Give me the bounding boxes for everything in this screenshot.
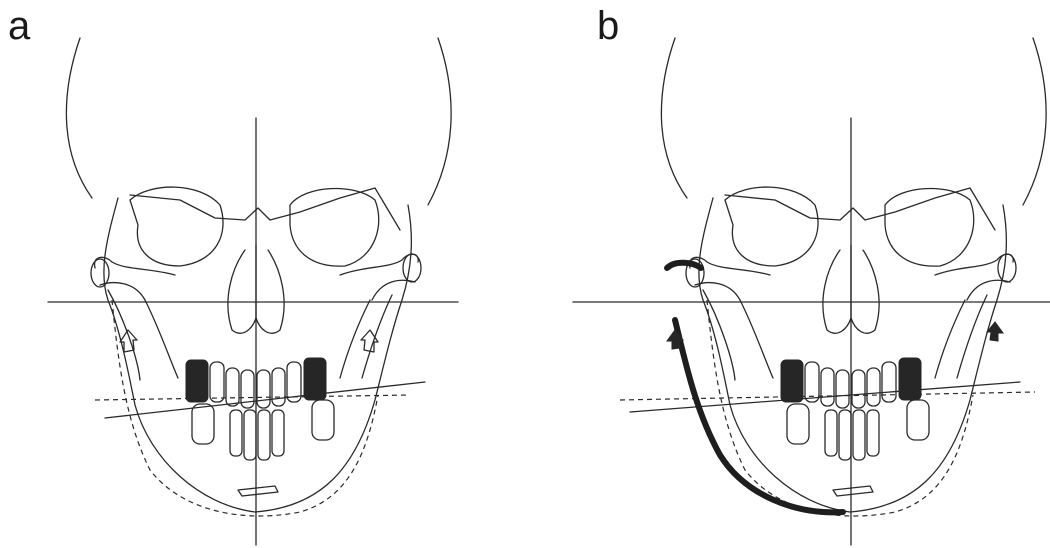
- left-molar-dark: [186, 360, 208, 402]
- cranium-outline: [66, 38, 451, 205]
- occlusal-dashed: [95, 395, 410, 400]
- left-ramus: [703, 290, 773, 380]
- brow-line: [725, 188, 995, 230]
- right-zygoma: [935, 254, 1013, 300]
- panel-b: b: [525, 0, 1050, 548]
- left-orbit: [130, 187, 223, 266]
- right-molar-dark: [899, 358, 921, 400]
- left-molar-dark: [781, 360, 803, 402]
- occlusal-line: [105, 382, 425, 418]
- skull-drawing-b: [525, 0, 1050, 548]
- right-zygoma: [340, 254, 418, 300]
- right-condyle: [998, 254, 1016, 282]
- skull-drawing-a: [0, 0, 525, 548]
- right-arrow-icon: [361, 330, 378, 352]
- occlusal-line: [630, 382, 1020, 412]
- face-outline: [699, 198, 1007, 512]
- left-ramus: [108, 290, 178, 380]
- right-molar-dark: [304, 358, 326, 400]
- highlighted-mandible-contour: [667, 263, 843, 513]
- dentition: [781, 358, 929, 460]
- cranium-outline: [661, 38, 1046, 205]
- left-orbit: [725, 187, 818, 266]
- chin-mark: [833, 486, 873, 496]
- brow-line: [130, 188, 400, 230]
- skull-a: [48, 38, 458, 545]
- left-condyle: [91, 259, 109, 287]
- skull-b: [573, 38, 1050, 545]
- panel-a: a: [0, 0, 525, 548]
- chin-mark: [238, 486, 278, 496]
- face-outline: [104, 198, 412, 512]
- dentition: [186, 358, 334, 460]
- right-condyle: [403, 254, 421, 282]
